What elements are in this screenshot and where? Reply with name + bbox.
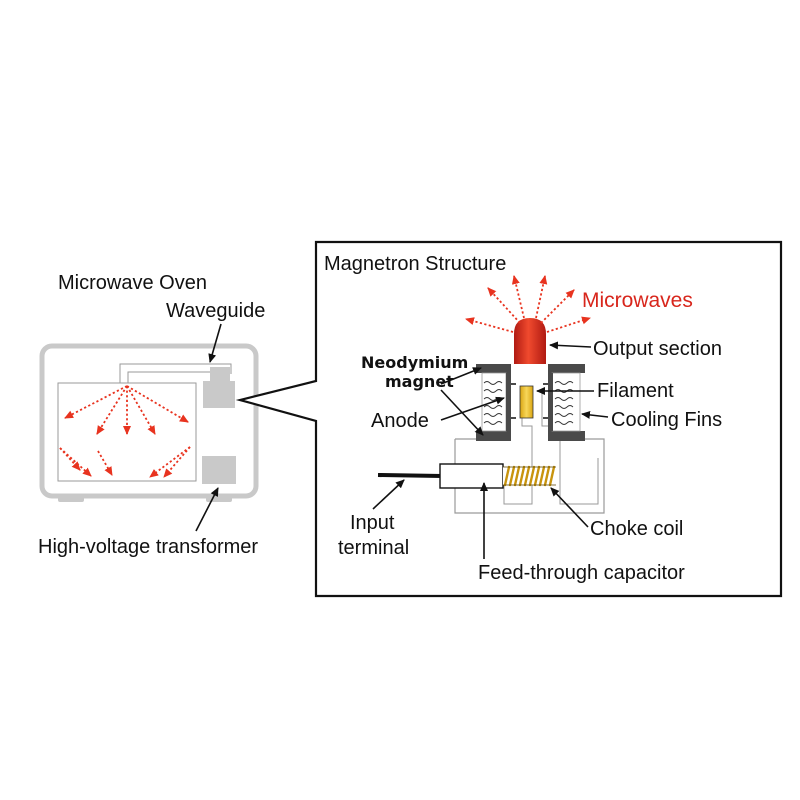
choke-coil xyxy=(503,465,556,487)
arrow-transformer xyxy=(195,487,219,532)
oven-magnetron xyxy=(203,381,235,408)
label-microwaves: Microwaves xyxy=(582,289,693,312)
microwave-oven xyxy=(39,343,259,502)
neodymium-magnets xyxy=(476,364,585,441)
input-terminal-wire xyxy=(377,473,443,478)
label-waveguide: Waveguide xyxy=(166,300,265,322)
label-choke-coil: Choke coil xyxy=(590,518,683,540)
arrow-choke-coil xyxy=(550,487,589,528)
microwave-rays-output xyxy=(465,275,591,333)
label-input: Input xyxy=(350,512,395,534)
anode-cooling-fins xyxy=(481,372,581,432)
label-magnet: magnet xyxy=(385,372,454,391)
magnetron-assembly xyxy=(377,275,605,514)
output-section xyxy=(514,318,546,364)
label-microwave-oven: Microwave Oven xyxy=(58,272,207,294)
arrow-cooling-fins xyxy=(581,410,609,419)
label-output-section: Output section xyxy=(593,338,722,360)
filament xyxy=(519,385,534,419)
arrow-magnet-top xyxy=(440,367,482,385)
label-feed-through-capacitor: Feed-through capacitor xyxy=(478,562,685,584)
label-anode: Anode xyxy=(371,410,429,432)
label-cooling-fins: Cooling Fins xyxy=(611,409,722,431)
oven-magnetron-top xyxy=(210,367,230,381)
internal-wire-left xyxy=(503,392,533,505)
waveguide-duct-outer xyxy=(119,363,232,383)
label-magnetron-structure: Magnetron Structure xyxy=(324,253,506,275)
arrow-waveguide xyxy=(208,323,222,363)
arrow-output-section xyxy=(549,341,592,350)
arrow-anode xyxy=(440,396,505,421)
waveguide-duct-inner xyxy=(127,371,224,383)
label-transformer: High-voltage transformer xyxy=(38,536,258,558)
label-neodymium: Neodymium xyxy=(361,353,468,372)
arrow-input-terminal xyxy=(372,479,405,510)
label-terminal: terminal xyxy=(338,537,409,559)
oven-transformer xyxy=(202,456,236,484)
internal-wire-right xyxy=(541,392,599,505)
feed-through-capacitor xyxy=(439,463,504,489)
label-filament: Filament xyxy=(597,380,674,402)
microwave-rays-oven xyxy=(59,385,191,478)
